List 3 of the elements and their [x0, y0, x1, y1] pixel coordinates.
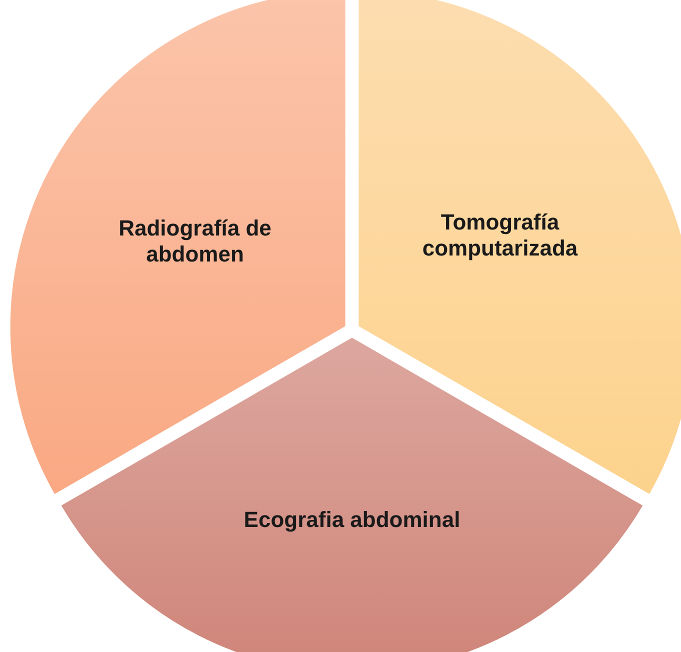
- segment-label: Radiografía de abdomen: [118, 216, 272, 268]
- segment-label: Ecografia abdominal: [242, 506, 462, 534]
- segment-label: Tomografía computarizada: [421, 210, 579, 262]
